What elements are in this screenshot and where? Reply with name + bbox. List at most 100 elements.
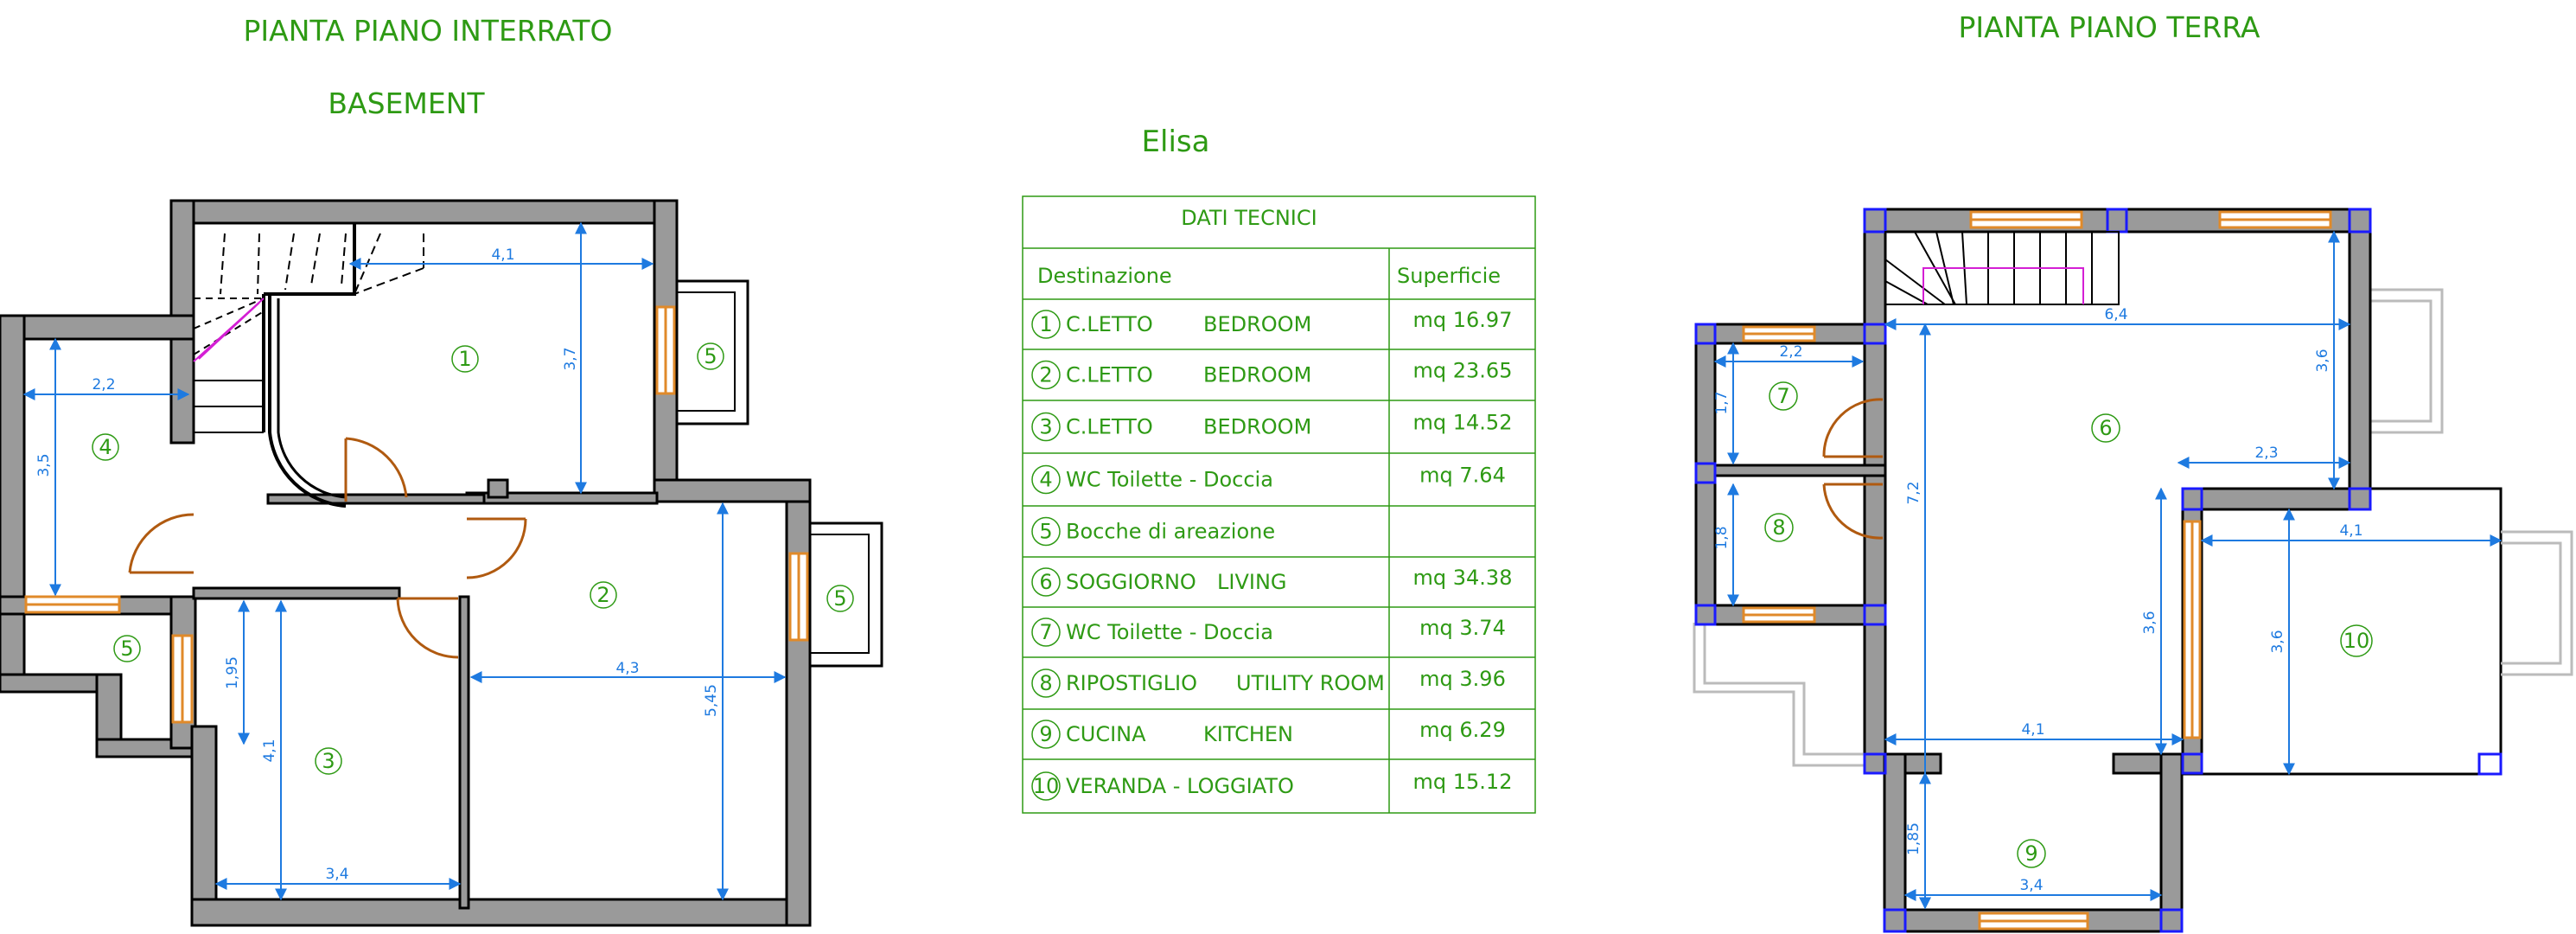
row-destination-it: Bocche di areazione xyxy=(1066,520,1275,544)
basement-walls xyxy=(0,199,812,927)
dim-label: 5,45 xyxy=(703,684,720,717)
dim-label: 3,5 xyxy=(35,453,53,477)
ground-room-numbers: 6 7 8 9 10 xyxy=(1772,384,2369,866)
room-number: 7 xyxy=(1776,384,1789,408)
table-border xyxy=(1022,195,1536,814)
row-number: 9 xyxy=(1039,722,1052,746)
basement-title-it: PIANTA PIANO INTERRATO xyxy=(243,14,612,48)
row-area: mq 7.64 xyxy=(1419,464,1506,488)
row-destination-it: WC Toilette - Doccia xyxy=(1066,468,1273,492)
dim-label: 1,95 xyxy=(224,656,241,689)
dim-label: 3,6 xyxy=(2269,630,2286,653)
dim-label: 2,2 xyxy=(1779,343,1802,361)
row-number: 10 xyxy=(1033,774,1060,798)
room-number: 2 xyxy=(596,583,609,607)
row-number: 5 xyxy=(1039,520,1052,544)
row-area: mq 14.52 xyxy=(1413,411,1513,435)
row-number-circle xyxy=(1031,360,1061,390)
ground-walls xyxy=(1694,208,2372,933)
basement-room-markers xyxy=(92,342,854,775)
row-number: 6 xyxy=(1039,570,1052,594)
basement-dimension-lines xyxy=(22,221,787,901)
row-number-circle xyxy=(1031,567,1061,597)
row-number: 7 xyxy=(1039,620,1052,644)
row-number-circle xyxy=(1031,720,1061,749)
project-name: Elisa xyxy=(1142,125,1210,159)
room-number: 5 xyxy=(833,586,846,611)
room-number: 1 xyxy=(458,347,471,371)
dim-label: 3,7 xyxy=(562,347,579,370)
ground-floor-title: PIANTA PIANO TERRA xyxy=(1958,10,2260,44)
ground-columns xyxy=(1694,208,2503,933)
row-destination-en: UTILITY ROOM xyxy=(1236,671,1385,695)
row-area: mq 3.96 xyxy=(1419,667,1506,691)
row-destination-it: RIPOSTIGLIO xyxy=(1066,671,1197,695)
row-area: mq 3.74 xyxy=(1419,616,1506,640)
basement-room-numbers: 1 2 3 4 5 5 5 xyxy=(99,344,846,773)
dim-label: 6,4 xyxy=(2104,306,2127,323)
dim-label: 4,3 xyxy=(615,660,639,677)
dim-label: 1,85 xyxy=(1905,822,1922,855)
row-number: 1 xyxy=(1039,312,1052,336)
row-area: mq 16.97 xyxy=(1413,308,1513,332)
row-destination-it: SOGGIORNO xyxy=(1066,570,1196,594)
dim-label: 3,4 xyxy=(325,866,348,883)
column-header-destination: Destinazione xyxy=(1037,264,1172,288)
basement-dimension-labels: 4,1 3,7 2,2 3,5 1,95 4,1 3,4 4,3 5,45 xyxy=(35,246,720,883)
ground-doors xyxy=(1822,398,1884,540)
ground-floor-plan: 6,4 3,6 2,2 1,7 1,8 2,3 7,2 3,6 4,1 3,6 … xyxy=(1693,208,2573,933)
row-number: 3 xyxy=(1039,415,1052,439)
ground-light-wells xyxy=(1693,288,2573,767)
row-number-circle xyxy=(1031,617,1061,647)
room-number: 4 xyxy=(99,435,112,459)
row-number: 8 xyxy=(1039,671,1052,695)
basement-windows xyxy=(24,305,809,724)
basement-doors xyxy=(128,437,527,659)
room-number: 8 xyxy=(1772,515,1785,540)
row-area: mq 15.12 xyxy=(1413,770,1513,794)
table-row: 7 WC Toilette - Doccia mq 3.74 xyxy=(1031,616,1506,647)
room-number: 5 xyxy=(704,344,717,368)
row-destination-en: KITCHEN xyxy=(1203,722,1293,746)
dim-label: 2,2 xyxy=(92,376,115,393)
row-destination-it: VERANDA - LOGGIATO xyxy=(1066,774,1294,798)
dim-label: 1,7 xyxy=(1713,391,1731,414)
row-number-circle xyxy=(1031,669,1061,698)
row-destination-it: C.LETTO xyxy=(1066,312,1153,336)
basement-plan: 4,1 3,7 2,2 3,5 1,95 4,1 3,4 4,3 5,45 1 … xyxy=(0,199,883,927)
dim-label: 3,4 xyxy=(2019,877,2043,894)
ground-dimension-labels: 6,4 3,6 2,2 1,7 1,8 2,3 7,2 3,6 4,1 3,6 … xyxy=(1713,306,2363,894)
row-number-circle xyxy=(1031,464,1061,495)
room-number: 10 xyxy=(2343,629,2370,653)
row-number-circle xyxy=(1031,412,1061,442)
room-number: 5 xyxy=(120,637,133,661)
row-number: 4 xyxy=(1039,468,1052,492)
row-destination-en: BEDROOM xyxy=(1203,312,1311,336)
row-destination-en: BEDROOM xyxy=(1203,363,1311,387)
row-number-circle xyxy=(1031,310,1061,339)
table-row: 1 C.LETTO BEDROOM mq 16.97 xyxy=(1031,308,1513,339)
room-number: 3 xyxy=(322,749,335,773)
column-header-area: Superficie xyxy=(1397,264,1501,288)
table-title: DATI TECNICI xyxy=(1181,206,1317,230)
dim-label: 4,1 xyxy=(261,739,278,762)
table-grid xyxy=(1023,247,1535,813)
dim-label: 3,6 xyxy=(2314,349,2331,372)
basement-title-en: BASEMENT xyxy=(328,86,485,120)
dim-label: 1,8 xyxy=(1713,526,1731,549)
ground-stairs xyxy=(1884,231,2120,305)
dim-label: 4,1 xyxy=(2021,721,2044,739)
row-destination-en: BEDROOM xyxy=(1203,415,1311,439)
dim-label: 4,1 xyxy=(2339,522,2362,540)
row-area: mq 34.38 xyxy=(1413,566,1513,590)
ground-windows xyxy=(1742,210,2332,931)
row-destination-it: WC Toilette - Doccia xyxy=(1066,620,1273,644)
row-area: mq 23.65 xyxy=(1413,359,1513,383)
row-number-circle xyxy=(1031,771,1061,801)
row-destination-it: CUCINA xyxy=(1066,722,1146,746)
